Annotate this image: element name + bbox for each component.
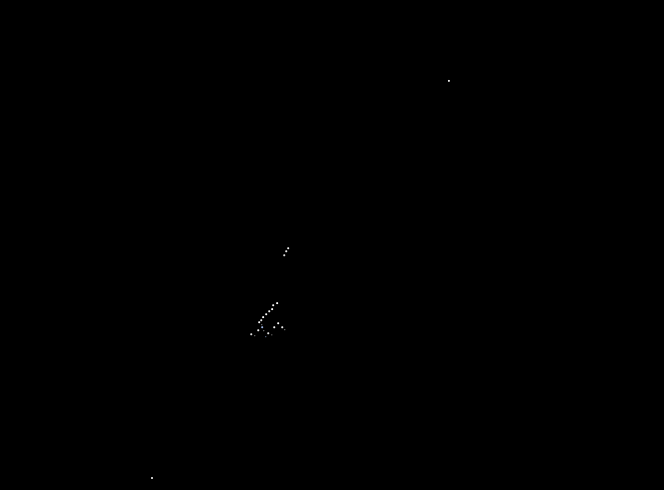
image-frame: [0, 0, 664, 490]
sky-background: [0, 0, 664, 490]
